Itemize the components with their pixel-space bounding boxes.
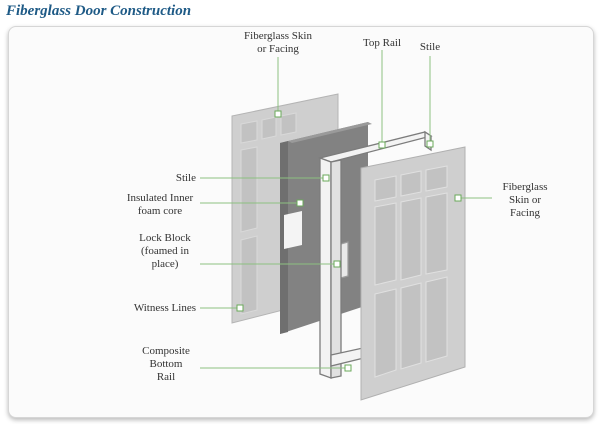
label-lock-block-line1: Lock Block (139, 232, 191, 244)
label-stile-left: Stile (175, 172, 196, 184)
label-top-rail: Top Rail (362, 37, 402, 49)
label-skin-left: Fiberglass Skin or Facing (228, 30, 328, 56)
label-foam-core-line1: Insulated Inner (126, 192, 194, 204)
label-foam-core: Insulated Inner foam core (112, 192, 208, 218)
label-bottom-rail-line1: Composite (142, 345, 190, 357)
label-skin-right-line2: Skin or (508, 194, 542, 206)
label-skin-right-line1: Fiberglass (502, 181, 548, 193)
label-bottom-rail: Composite Bottom Rail (128, 345, 204, 384)
leader-lines (200, 50, 492, 369)
leader-markers (236, 110, 462, 372)
label-lock-block-line3: place) (151, 258, 179, 270)
label-skin-right: Fiberglass Skin or Facing (490, 181, 560, 220)
label-foam-core-line2: foam core (137, 205, 183, 217)
label-bottom-rail-line3: Rail (156, 371, 176, 383)
label-lock-block-line2: (foamed in (141, 245, 189, 257)
label-lock-block: Lock Block (foamed in place) (120, 232, 210, 271)
label-skin-right-line3: Facing (510, 207, 540, 219)
right-fiberglass-skin (360, 146, 466, 401)
label-bottom-rail-line2: Bottom (149, 358, 183, 370)
label-witness-lines: Witness Lines (133, 302, 196, 314)
page-title: Fiberglass Door Construction (6, 3, 192, 19)
left-stile (319, 157, 332, 379)
label-skin-left-line1: Fiberglass Skin (244, 30, 312, 42)
label-stile-top: Stile (419, 41, 441, 53)
label-skin-left-line2: or Facing (257, 43, 299, 55)
